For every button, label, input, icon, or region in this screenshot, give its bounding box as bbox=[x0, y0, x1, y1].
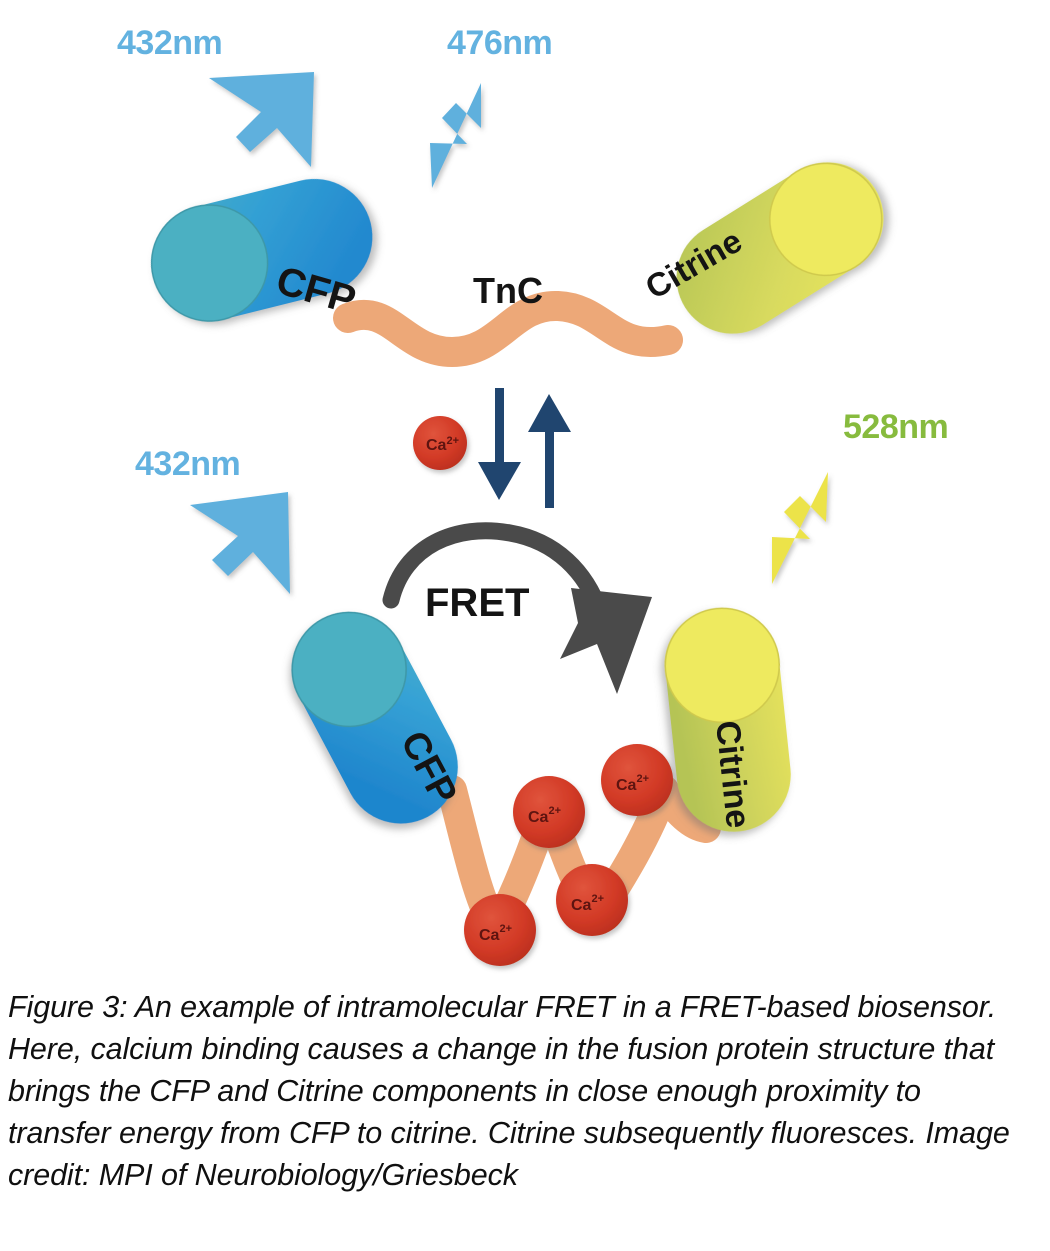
calcium-ion-equilibrium: Ca2+ bbox=[413, 416, 467, 470]
fret-label: FRET bbox=[425, 581, 529, 625]
fret-diagram: 432nm 476nm CFP Citrine TnC Ca2+ bbox=[117, 24, 949, 966]
equilibrium-arrow-up bbox=[528, 394, 571, 508]
tnc-label: TnC bbox=[473, 270, 543, 311]
calcium-ion-circle bbox=[556, 864, 628, 936]
calcium-ion-bound-2: Ca2+ bbox=[601, 744, 673, 816]
fret-arc bbox=[382, 522, 609, 621]
tnc-linker-open bbox=[333, 291, 683, 368]
calcium-ion-bound-4: Ca2+ bbox=[464, 894, 536, 966]
excitation-wavelength-label-bottom: 432nm bbox=[135, 445, 240, 483]
citrine-cylinder-cap-top bbox=[769, 162, 883, 277]
fret-arrowhead-icon bbox=[560, 588, 652, 694]
cfp-protein-top bbox=[150, 178, 373, 322]
cfp-cylinder-cap-top bbox=[150, 204, 269, 322]
calcium-ion-circle bbox=[413, 416, 467, 470]
calcium-ion-bound-1: Ca2+ bbox=[513, 776, 585, 848]
calcium-ion-circle bbox=[513, 776, 585, 848]
cfp-protein-bottom bbox=[291, 611, 458, 824]
excitation-wavelength-label-top: 432nm bbox=[117, 24, 222, 62]
figure-caption: Figure 3: An example of intramolecular F… bbox=[8, 990, 1010, 1192]
excitation-arrow-bottom-icon bbox=[190, 492, 290, 594]
emission-wavelength-label-citrine: 528nm bbox=[843, 408, 948, 446]
citrine-protein-bottom bbox=[664, 607, 791, 832]
calcium-ion-circle bbox=[601, 744, 673, 816]
cfp-cylinder-cap-bottom bbox=[291, 611, 407, 728]
citrine-protein-top bbox=[676, 162, 884, 334]
emission-arrow-cfp-icon bbox=[430, 83, 481, 188]
emission-arrow-citrine-icon bbox=[772, 472, 828, 584]
calcium-ion-bound-3: Ca2+ bbox=[556, 864, 628, 936]
citrine-cylinder-cap-bottom bbox=[664, 607, 781, 724]
emission-wavelength-label-cfp: 476nm bbox=[447, 24, 552, 62]
equilibrium-arrow-down bbox=[478, 388, 521, 500]
excitation-arrow-top-icon bbox=[209, 72, 314, 167]
calcium-ion-circle bbox=[464, 894, 536, 966]
